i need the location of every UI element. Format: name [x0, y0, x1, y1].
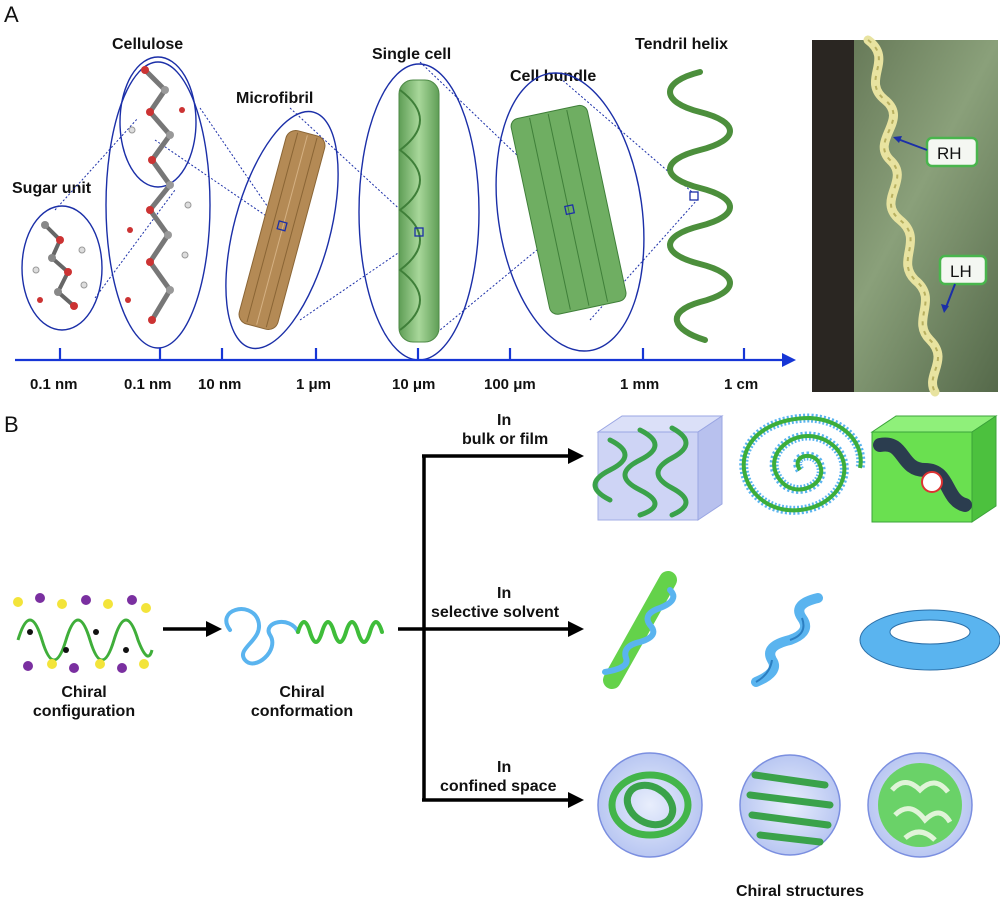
confined-sphere-helical: [739, 754, 841, 856]
tick-label: 0.1 nm: [30, 376, 78, 393]
chiral-structures-label: Chiral structures: [736, 883, 864, 900]
scale-axis: [15, 348, 796, 367]
branch-bulk-label-1: In: [497, 412, 511, 429]
bulk-helix-cube: [592, 415, 724, 521]
microfibril-bundle: [238, 129, 326, 331]
sugar-unit-molecule: [32, 221, 88, 310]
arrow-configuration-to-conformation: [163, 621, 222, 637]
rh-label: RH: [937, 144, 962, 163]
sugar-unit-ellipse: [21, 205, 103, 331]
confined-sphere-toroidal: [597, 752, 703, 858]
tendril-helix: [667, 69, 733, 343]
branch-solvent-label-2: selective solvent: [431, 604, 560, 621]
microfibril-ellipse: [225, 110, 339, 350]
bulk-gyroid-cube: [870, 415, 998, 523]
tick-label: 10 nm: [198, 376, 241, 393]
bulk-spiral-brush: [739, 413, 866, 515]
chiral-configuration-label-1: Chiral: [61, 684, 106, 701]
chiral-configuration-label-2: configuration: [33, 703, 135, 720]
panel-b-label: B: [4, 412, 19, 437]
tick-label: 0.1 nm: [124, 376, 172, 393]
chiral-configuration-drawing: [13, 593, 154, 673]
cellulose-ellipse-outer: [105, 61, 211, 349]
cell-bundle: [510, 104, 627, 315]
title-cellulose: Cellulose: [112, 36, 183, 53]
solvent-toroid: [859, 609, 1000, 671]
cell-bundle-ellipse: [495, 72, 645, 352]
tick-label: 10 μm: [392, 376, 435, 393]
chiral-conformation-label-1: Chiral: [279, 684, 324, 701]
branching-arrows: [398, 448, 584, 808]
tick-label: 1 μm: [296, 376, 331, 393]
chiral-conformation-label-2: conformation: [251, 703, 353, 720]
title-tendril-helix: Tendril helix: [635, 36, 728, 53]
panel-a-label: A: [4, 2, 19, 27]
lh-label: LH: [950, 262, 972, 281]
single-cell-tube: [398, 79, 440, 343]
confined-sphere-network: [867, 752, 973, 858]
title-single-cell: Single cell: [372, 46, 451, 63]
tick-label: 100 μm: [484, 376, 536, 393]
axis-tick-labels: 0.1 nm 0.1 nm 10 nm 1 μm 10 μm 100 μm 1 …: [30, 376, 758, 393]
branch-bulk-label-2: bulk or film: [462, 431, 548, 448]
tick-label: 1 mm: [620, 376, 659, 393]
branch-confined-label-1: In: [497, 759, 511, 776]
title-sugar-unit: Sugar unit: [12, 180, 92, 197]
branch-confined-label-2: confined space: [440, 778, 557, 795]
cellulose-ellipse-inner: [119, 56, 197, 188]
chiral-conformation-drawing: [224, 607, 384, 666]
title-microfibril: Microfibril: [236, 90, 313, 107]
solvent-coiled-rod: [602, 571, 677, 689]
cellulose-molecule: [125, 66, 192, 324]
branch-solvent-label-1: In: [497, 585, 511, 602]
tendril-photo: [812, 35, 998, 397]
solvent-twisted-ribbon: [751, 593, 823, 687]
tick-label: 1 cm: [724, 376, 758, 393]
